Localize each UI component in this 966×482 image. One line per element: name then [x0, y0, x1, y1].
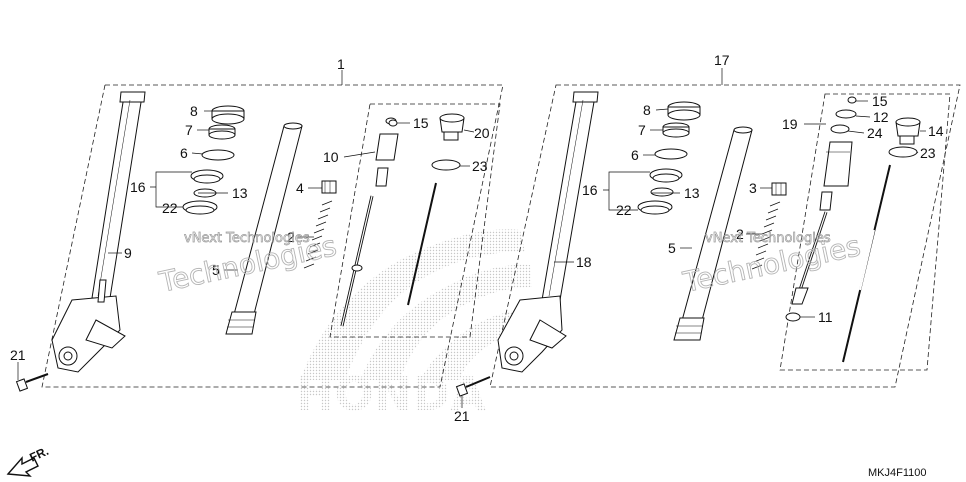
- part-11-seal: [785, 312, 801, 322]
- part-3-spring-seat: [771, 182, 787, 196]
- assembly-10-outline: [329, 103, 501, 338]
- diagram-code: MKJ4F1100: [868, 467, 927, 479]
- part-4-spring-seat: [321, 180, 337, 194]
- part-20-fork-cap: [439, 113, 465, 141]
- callout-4: 4: [296, 180, 304, 196]
- callout-5: 5: [212, 262, 220, 278]
- part-14-fork-cap: [895, 117, 921, 145]
- part-7-collar: [208, 124, 236, 140]
- front-label: FR.: [27, 444, 50, 465]
- callout-16-right: 16: [582, 182, 598, 198]
- rod-left: [407, 182, 437, 306]
- part-2-spring-left: [303, 200, 333, 269]
- assembly-17-outline: [489, 84, 961, 388]
- callout-9: 9: [124, 245, 132, 261]
- part-15-seal-left: [388, 119, 398, 127]
- part-21-bolt-right: [455, 376, 491, 397]
- part-19-damper: [791, 96, 857, 305]
- front-direction-arrow: FR.: [6, 444, 51, 477]
- callout-13: 13: [232, 185, 248, 201]
- callout-11: 11: [818, 309, 833, 325]
- callout-23: 23: [472, 158, 488, 174]
- honda-brand-watermark: HONDA: [296, 367, 486, 421]
- callout-23-right: 23: [920, 145, 936, 161]
- callout-22: 22: [162, 200, 178, 216]
- callout-8: 8: [190, 103, 198, 119]
- callout-2-right: 2: [736, 226, 744, 242]
- assembly-19-outline: [779, 93, 951, 371]
- part-5-inner-tube-left: [225, 122, 303, 335]
- watermark-text-right: vNext Technologies: [705, 231, 831, 246]
- part-13-ring-right: [650, 187, 674, 197]
- part-8-collar: [211, 105, 245, 125]
- part-23-oring-left: [431, 159, 461, 171]
- callout-13-right: 13: [684, 185, 700, 201]
- callout-6: 6: [180, 145, 188, 161]
- callout-21: 21: [10, 347, 26, 363]
- callout-3: 3: [749, 180, 757, 196]
- callout-8-right: 8: [643, 102, 651, 118]
- callout-21-right: 21: [454, 408, 470, 424]
- callout-24: 24: [867, 125, 883, 141]
- part-8-collar-right: [667, 101, 701, 121]
- part-6-dust-seal-right: [654, 148, 688, 160]
- callout-7-right: 7: [638, 122, 646, 138]
- callout-16: 16: [130, 179, 146, 195]
- callout-14: 14: [928, 123, 944, 139]
- leader-lines: [17, 68, 926, 408]
- part-5-inner-tube-right: [673, 126, 753, 341]
- part-7-collar-right: [662, 122, 690, 138]
- callout-17: 17: [714, 52, 730, 68]
- callout-19: 19: [782, 116, 798, 132]
- callout-10: 10: [323, 149, 339, 165]
- part-21-bolt-left: [15, 373, 49, 392]
- assembly-1-outline: [41, 84, 504, 388]
- callout-15-right: 15: [872, 93, 888, 109]
- part-16-oil-seal: [190, 169, 224, 184]
- callout-12: 12: [873, 109, 889, 125]
- part-22-bushing: [182, 200, 218, 215]
- part-2-spring-right: [751, 201, 781, 270]
- part-22-bushing-right: [637, 200, 673, 215]
- callout-18: 18: [576, 254, 592, 270]
- callout-15: 15: [413, 115, 429, 131]
- part-6-dust-seal: [201, 149, 235, 161]
- callout-2: 2: [287, 229, 295, 245]
- callout-labels: 1 2 4 5 6 7 8 9 10 13 15 16 20 21 22 23 …: [10, 52, 944, 424]
- callout-5-right: 5: [668, 240, 676, 256]
- callout-1: 1: [337, 56, 345, 72]
- part-18-outer-tube: [497, 91, 599, 373]
- callout-22-right: 22: [616, 202, 632, 218]
- callout-20: 20: [474, 125, 490, 141]
- part-23-oring-right: [888, 146, 918, 158]
- callout-7: 7: [185, 122, 193, 138]
- watermark-text-left: vNext Technologies: [184, 231, 310, 246]
- part-9-outer-tube: [51, 91, 146, 373]
- callout-6-right: 6: [631, 147, 639, 163]
- part-16-oil-seal-right: [649, 168, 683, 183]
